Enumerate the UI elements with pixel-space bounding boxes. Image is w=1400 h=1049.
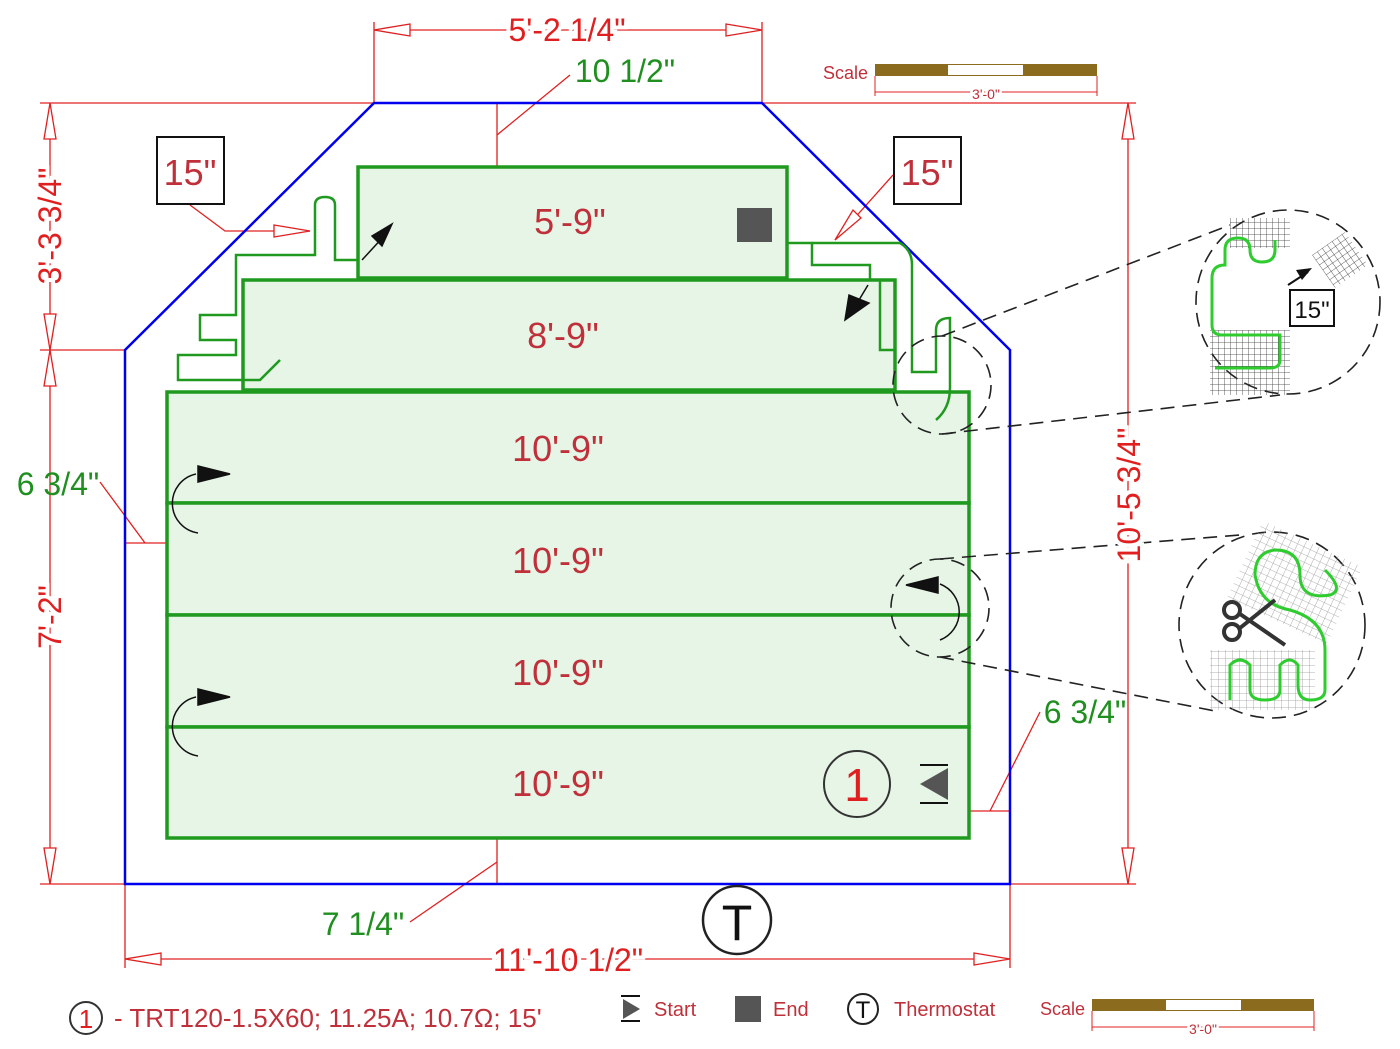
scissors-icon bbox=[1222, 598, 1287, 647]
start-legend-icon bbox=[621, 995, 640, 1022]
bottom-offset-dimension: 7 1/4" bbox=[322, 906, 405, 942]
legend-scale-label: Scale bbox=[1040, 999, 1085, 1019]
mat-6 bbox=[165, 725, 971, 840]
scale-bar-top bbox=[874, 64, 1098, 96]
detail-corner-label: 15" bbox=[1294, 297, 1329, 324]
room-outline bbox=[123, 101, 1012, 886]
heating-mats bbox=[165, 165, 971, 840]
mat-1 bbox=[356, 165, 789, 280]
mat-label: 5'-9" bbox=[534, 201, 606, 242]
end-legend-icon bbox=[735, 996, 761, 1022]
legend-circuit-spec: - TRT120-1.5X60; 11.25A; 10.7Ω; 15' bbox=[114, 1003, 542, 1033]
left-lower-height-dimension: 7'-2" bbox=[32, 585, 68, 649]
corner-box-right bbox=[893, 136, 962, 205]
circuit-number-circle bbox=[823, 750, 891, 818]
left-offset-dimension: 6 3/4" bbox=[17, 466, 100, 502]
legend-end: End bbox=[773, 999, 809, 1021]
direction-arrows bbox=[171, 222, 960, 757]
legend-thermostat-symbol: T bbox=[856, 997, 871, 1024]
corner-detail bbox=[1210, 218, 1368, 395]
legend-start: Start bbox=[654, 999, 697, 1021]
dimension-lines bbox=[40, 22, 1136, 968]
right-height-dimension: 10'-5 3/4" bbox=[1111, 428, 1147, 563]
mat-4 bbox=[165, 501, 971, 617]
mat-label: 8'-9" bbox=[527, 315, 599, 356]
thermostat-symbol: T bbox=[722, 895, 753, 951]
mat-label: 10'-9" bbox=[512, 540, 604, 581]
loose-cable bbox=[176, 195, 952, 421]
cut-detail bbox=[1210, 520, 1363, 710]
top-offset-dimension: 10 1/2" bbox=[575, 53, 675, 89]
circuit-number: 1 bbox=[844, 759, 870, 811]
corner-left-label: 15" bbox=[164, 152, 217, 193]
corner-box-left bbox=[156, 136, 225, 205]
thermostat-icon bbox=[701, 884, 773, 956]
end-marker-icon bbox=[737, 208, 772, 242]
mat-label: 10'-9" bbox=[512, 763, 604, 804]
top-width-dimension: 5'-2 1/4" bbox=[508, 12, 625, 48]
thermostat-legend-icon bbox=[847, 993, 879, 1025]
legend: 1 - TRT120-1.5X60; 11.25A; 10.7Ω; 15' St… bbox=[69, 993, 1315, 1040]
legend-scale-length: 3'-0" bbox=[1189, 1021, 1217, 1037]
mat-3 bbox=[165, 390, 971, 505]
mat-2 bbox=[241, 278, 897, 392]
scale-top-length: 3'-0" bbox=[972, 86, 1000, 102]
mat-label: 10'-9" bbox=[512, 428, 604, 469]
mat-label: 10'-9" bbox=[512, 652, 604, 693]
mat-5 bbox=[165, 613, 971, 729]
legend-circuit-number: 1 bbox=[79, 1004, 93, 1034]
right-offset-dimension: 6 3/4" bbox=[1044, 694, 1127, 730]
bottom-width-dimension: 11'-10 1/2" bbox=[493, 942, 643, 978]
scale-top-label: Scale bbox=[823, 63, 868, 83]
legend-thermostat: Thermostat bbox=[894, 999, 996, 1021]
start-marker-icon bbox=[920, 764, 948, 804]
corner-right-label: 15" bbox=[901, 152, 954, 193]
left-upper-height-dimension: 3'-3 3/4" bbox=[32, 167, 68, 284]
